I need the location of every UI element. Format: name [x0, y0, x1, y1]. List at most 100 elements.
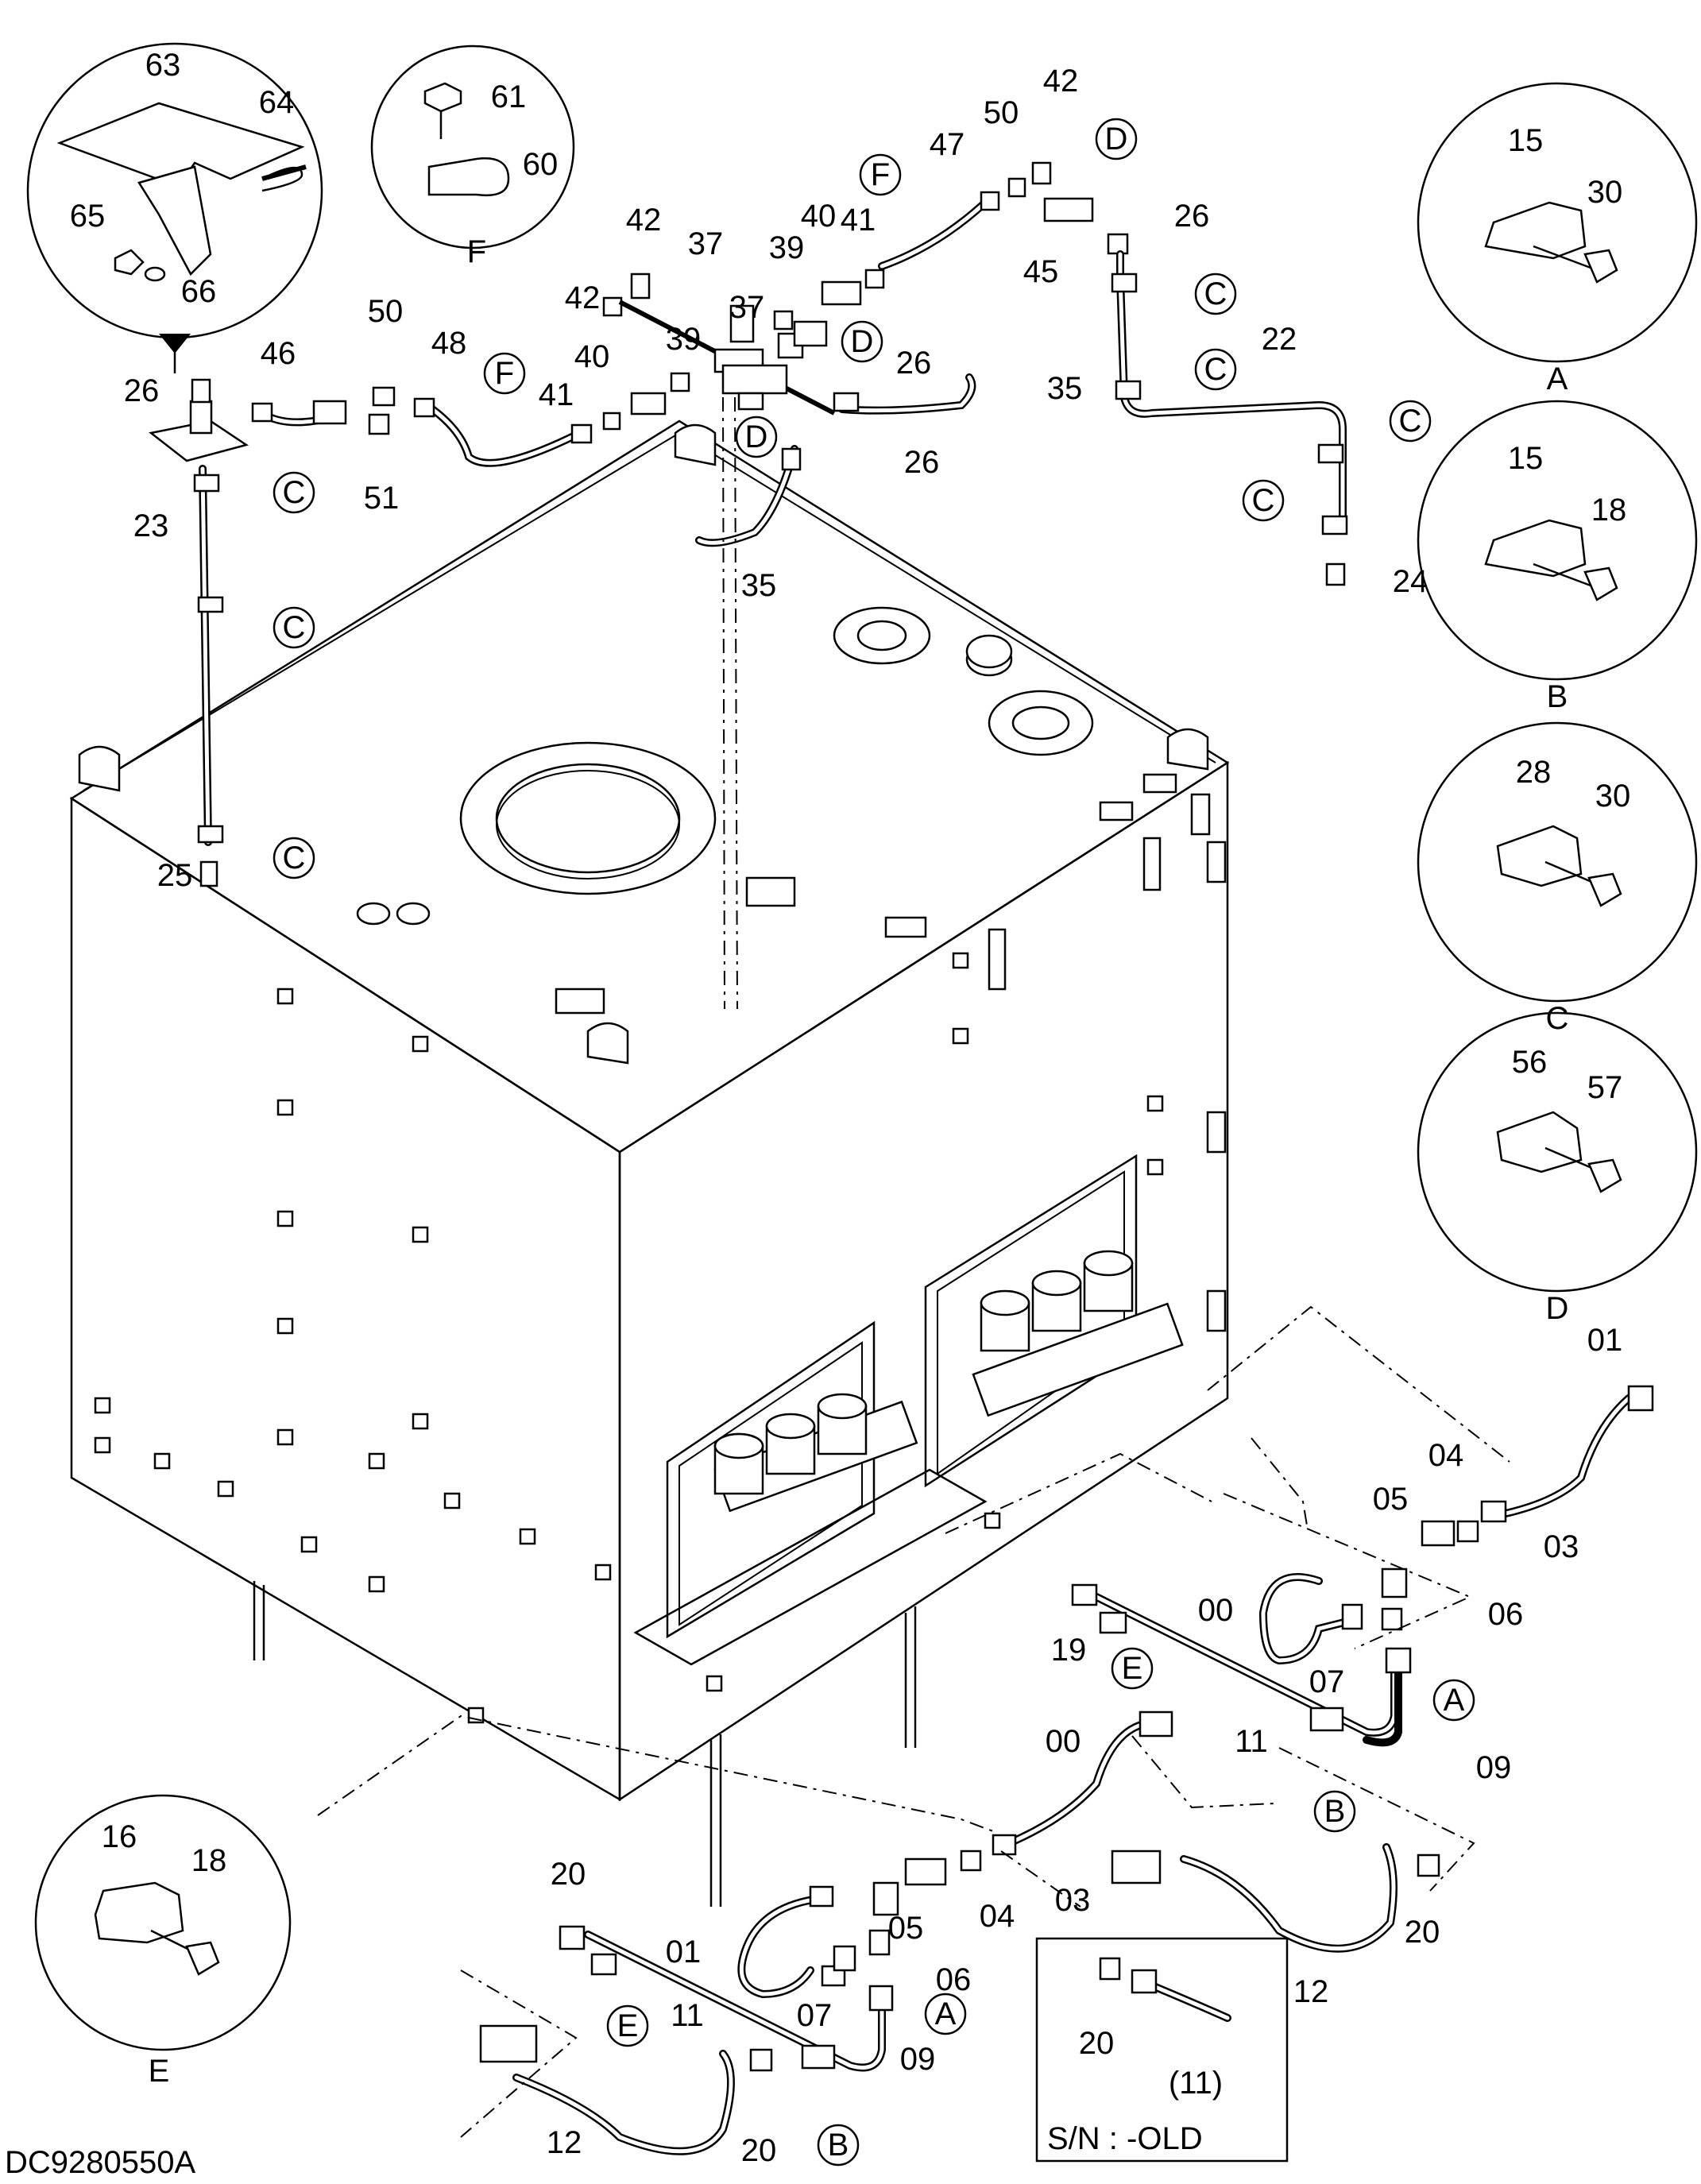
part-callout: 23 — [133, 508, 169, 543]
detail-letter-d: D — [1546, 1291, 1569, 1326]
ref-circle-a: A — [1432, 1679, 1475, 1722]
serial-inset — [1035, 1937, 1289, 2163]
part-callout: 42 — [626, 203, 662, 238]
ref-circle-letter: C — [1204, 276, 1227, 311]
part-callout: 42 — [565, 280, 601, 315]
detail-letter-a: A — [1547, 361, 1568, 396]
part-callout: 11 — [1235, 1724, 1268, 1759]
detail-B — [1417, 400, 1698, 681]
ref-circle-e: E — [606, 2004, 649, 2047]
ref-circle-letter: D — [745, 419, 768, 454]
part-callout: 40 — [574, 339, 610, 374]
detail-part-number: 15 — [1508, 441, 1544, 476]
lower-piping — [317, 1305, 1654, 2155]
ref-circle-c: C — [1194, 273, 1237, 315]
ref-circle-letter: D — [851, 324, 874, 359]
part-callout: 37 — [688, 226, 724, 261]
part-callout: 47 — [930, 127, 965, 162]
diagram-id: DC9280550A — [5, 2145, 195, 2180]
part-callout: 20 — [1079, 2026, 1115, 2061]
valve-panel-left — [666, 1320, 918, 1639]
part-callout: 09 — [900, 2042, 936, 2077]
ref-circle-letter: E — [617, 2008, 639, 2043]
part-callout: 07 — [797, 1998, 833, 2033]
part-callout: 20 — [741, 2133, 777, 2168]
part-callout: 26 — [1174, 199, 1210, 234]
ref-circle-letter: B — [828, 2128, 849, 2163]
part-callout: 06 — [936, 1962, 972, 1997]
detail-part-number: 61 — [491, 79, 527, 114]
detail-part-number: 28 — [1516, 755, 1552, 790]
detail-A — [1417, 82, 1698, 363]
ref-circle-a: A — [924, 1993, 967, 2035]
part-callout: 39 — [769, 230, 805, 265]
ref-circle-letter: C — [283, 475, 306, 510]
part-callout: 26 — [124, 373, 160, 408]
ref-circle-letter: C — [1399, 404, 1422, 439]
detail-E — [34, 1794, 292, 2051]
part-callout: 03 — [1544, 1529, 1579, 1564]
ref-circle-letter: C — [283, 610, 306, 645]
part-callout: 12 — [547, 2125, 582, 2160]
part-callout: 50 — [368, 294, 404, 329]
part-callout: 00 — [1046, 1724, 1081, 1759]
ref-circle-d: D — [841, 320, 883, 363]
part-callout: 20 — [1405, 1915, 1440, 1950]
detail-part-number: 63 — [145, 48, 181, 83]
ref-circle-letter: A — [1444, 1683, 1465, 1718]
detail-part-number: 18 — [191, 1843, 227, 1878]
part-callout: 07 — [1309, 1664, 1345, 1699]
part-callout: 06 — [1488, 1597, 1524, 1632]
detail-part-number: 64 — [259, 85, 295, 120]
detail-part-number: 15 — [1508, 123, 1544, 158]
part-callout: 46 — [261, 336, 296, 371]
part-callout: 35 — [1047, 371, 1083, 406]
part-callout: 00 — [1198, 1593, 1234, 1628]
part-callout: 04 — [980, 1899, 1015, 1934]
ref-circle-letter: D — [1105, 122, 1128, 157]
detail-part-number: 65 — [70, 199, 106, 234]
part-callout: 50 — [984, 95, 1019, 130]
ref-circle-letter: F — [495, 356, 514, 391]
detail-letter-f: F — [467, 234, 486, 269]
part-callout: 11 — [671, 1998, 704, 2033]
part-callout: 22 — [1262, 322, 1297, 357]
part-callout: 41 — [539, 377, 574, 412]
part-callout: 12 — [1293, 1974, 1329, 2009]
ref-circle-letter: A — [935, 1997, 957, 2031]
part-callout: 41 — [841, 203, 876, 238]
ref-circle-b: B — [817, 2124, 860, 2167]
serial-note: S/N : -OLD — [1047, 2121, 1203, 2156]
part-callout: 42 — [1043, 64, 1079, 99]
part-callout: 05 — [1373, 1482, 1409, 1517]
ref-circle-c: C — [273, 837, 315, 879]
part-callout: 01 — [1587, 1323, 1623, 1358]
part-callout: 20 — [551, 1857, 586, 1892]
ref-circle-c: C — [1389, 400, 1432, 443]
detail-part-number: 30 — [1587, 175, 1623, 210]
detail-letter-c: C — [1546, 1001, 1569, 1036]
ref-circle-f: F — [483, 352, 526, 395]
detail-part-number: 18 — [1591, 493, 1627, 528]
part-callout: 05 — [888, 1911, 924, 1946]
detail-F — [370, 44, 575, 249]
ref-circle-c: C — [273, 471, 315, 514]
ref-circle-letter: C — [1204, 352, 1227, 387]
detail-part-number: 16 — [102, 1819, 137, 1854]
detail-part-number: 60 — [523, 147, 559, 182]
part-callout: 24 — [1393, 564, 1428, 599]
inset-part-label: (11) — [1169, 2066, 1223, 2101]
ref-circle-letter: B — [1324, 1794, 1346, 1829]
part-callout: 37 — [729, 290, 765, 325]
detail-part-number: 30 — [1595, 779, 1631, 814]
part-callout: 51 — [364, 481, 400, 516]
wall-clips — [94, 793, 1227, 1724]
ref-circle-d: D — [1095, 118, 1138, 160]
part-callout: 19 — [1051, 1633, 1087, 1668]
part-callout: 09 — [1476, 1750, 1512, 1785]
part-callout: 35 — [741, 568, 777, 603]
detail-part-number: 56 — [1512, 1045, 1548, 1080]
part-callout: 01 — [666, 1935, 702, 1969]
